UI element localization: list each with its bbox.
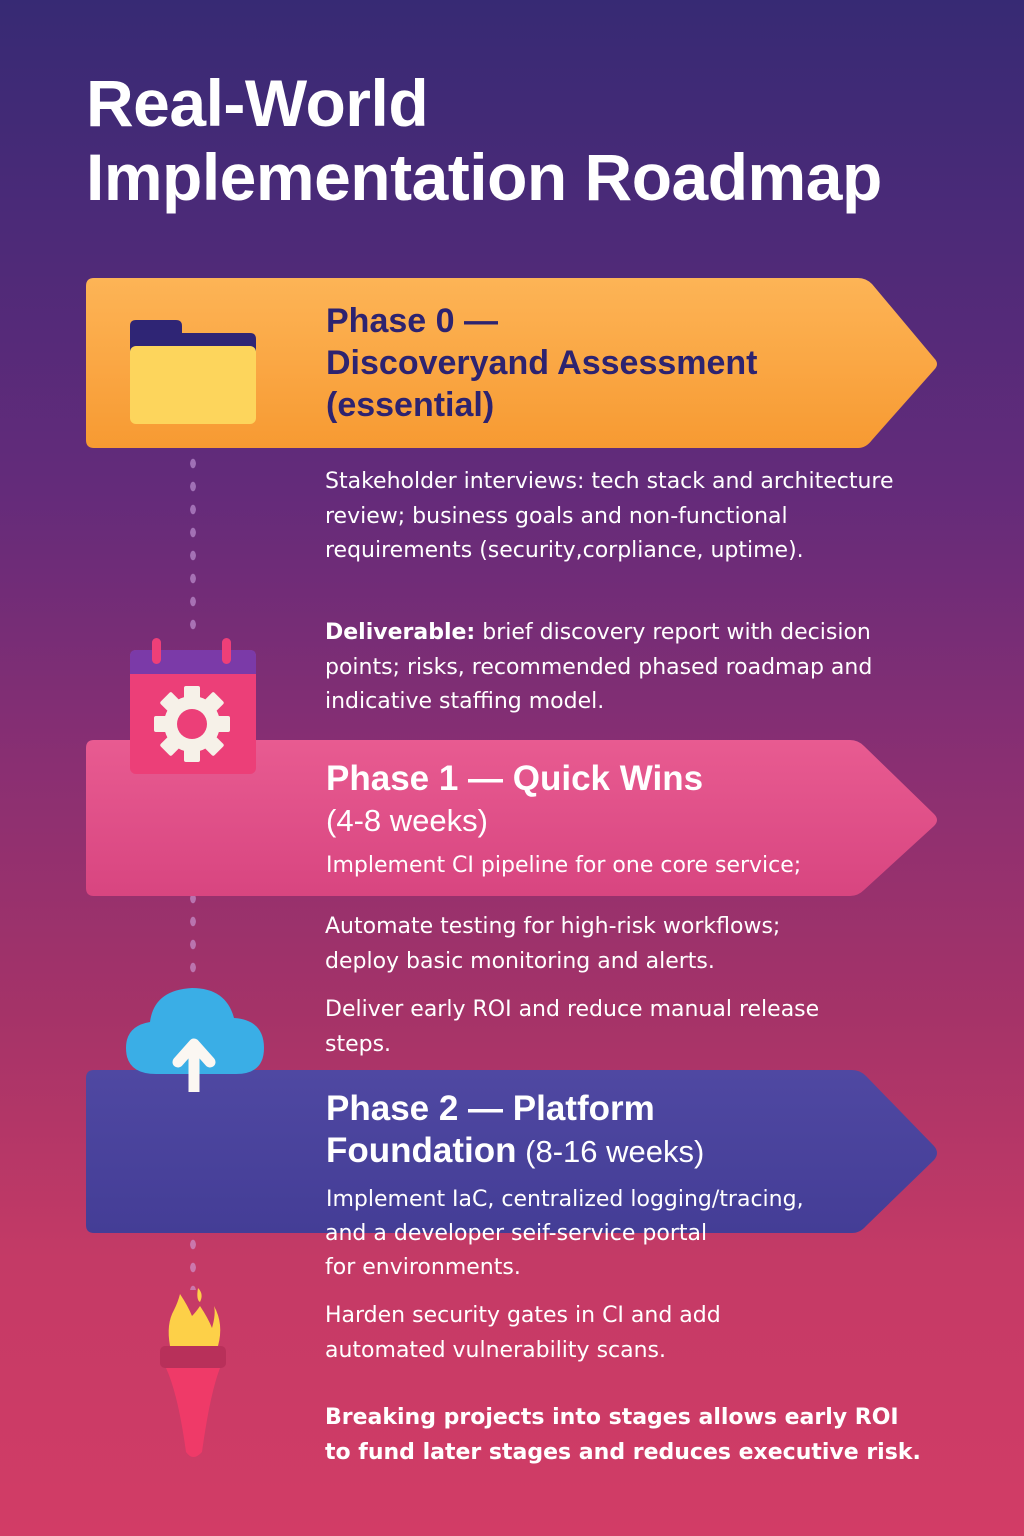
phase-0-title-line-3: (essential) <box>326 386 495 424</box>
deliverable-label: Deliverable: <box>325 620 476 645</box>
phase-1-description-2: Deliver early ROI and reduce manual rele… <box>325 997 820 1057</box>
banner-arrow-shape <box>86 740 937 896</box>
title-line-1: Real-World <box>86 66 429 140</box>
phase-1-title-main: Phase 1 — Quick Wins <box>326 759 704 798</box>
conclusion-text: Breaking projects into stages allows ear… <box>325 1405 921 1465</box>
phase-0-title-line-1: Phase 0 — <box>326 302 498 340</box>
phase-1-banner-text: Implement CI pipeline for one core servi… <box>326 853 802 878</box>
phase-1-duration: (4-8 weeks) <box>326 803 488 838</box>
phase-0-title-line-2: Discoveryand Assessment <box>326 344 758 382</box>
banner-arrow-shape <box>86 1070 937 1233</box>
torch-icon <box>160 1288 226 1457</box>
phase-1-description-1: Automate testing for high-risk workflows… <box>325 914 781 974</box>
cloud-upload-icon <box>126 988 264 1092</box>
phase-0-banner: Phase 0 — Discoveryand Assessment (essen… <box>86 278 940 448</box>
phase-2-continuation-1: and a developer seif-service portal <box>325 1221 708 1246</box>
title-line-2: Implementation Roadmap <box>86 140 882 214</box>
phase-1-banner: Phase 1 — Quick Wins (4-8 weeks) Impleme… <box>86 740 940 896</box>
phase-2-description: Harden security gates in CI and add auto… <box>325 1303 721 1363</box>
calendar-gear-icon <box>130 638 256 774</box>
phase-2-duration: (8-16 weeks) <box>516 1134 705 1169</box>
phase-1-title: Phase 1 — Quick Wins (4-8 weeks) <box>326 758 703 842</box>
phase-2-title: Phase 2 — Platform Foundation (8-16 week… <box>326 1088 704 1173</box>
phase-2-banner: Phase 2 — Platform Foundation (8-16 week… <box>86 1070 940 1233</box>
deliverable-text: brief discovery report with decision poi… <box>325 620 873 714</box>
phase-0-title: Phase 0 — Discoveryand Assessment (essen… <box>326 300 758 426</box>
phase-0-description: Stakeholder interviews: tech stack and a… <box>325 469 894 563</box>
timeline-dots <box>190 452 196 642</box>
phase-2-continuation-2: for environments. <box>325 1255 521 1280</box>
phase-2-title-line-1: Phase 2 — Platform <box>326 1089 655 1128</box>
page-title: Real-World Implementation Roadmap <box>86 66 882 214</box>
folder-icon <box>130 320 256 424</box>
banner-arrow-shape <box>86 278 937 448</box>
phase-0-deliverable: Deliverable: brief discovery report with… <box>325 616 915 720</box>
phase-2-banner-text: Implement IaC, centralized logging/traci… <box>326 1187 804 1212</box>
phase-2-title-line-2: Foundation <box>326 1131 517 1170</box>
